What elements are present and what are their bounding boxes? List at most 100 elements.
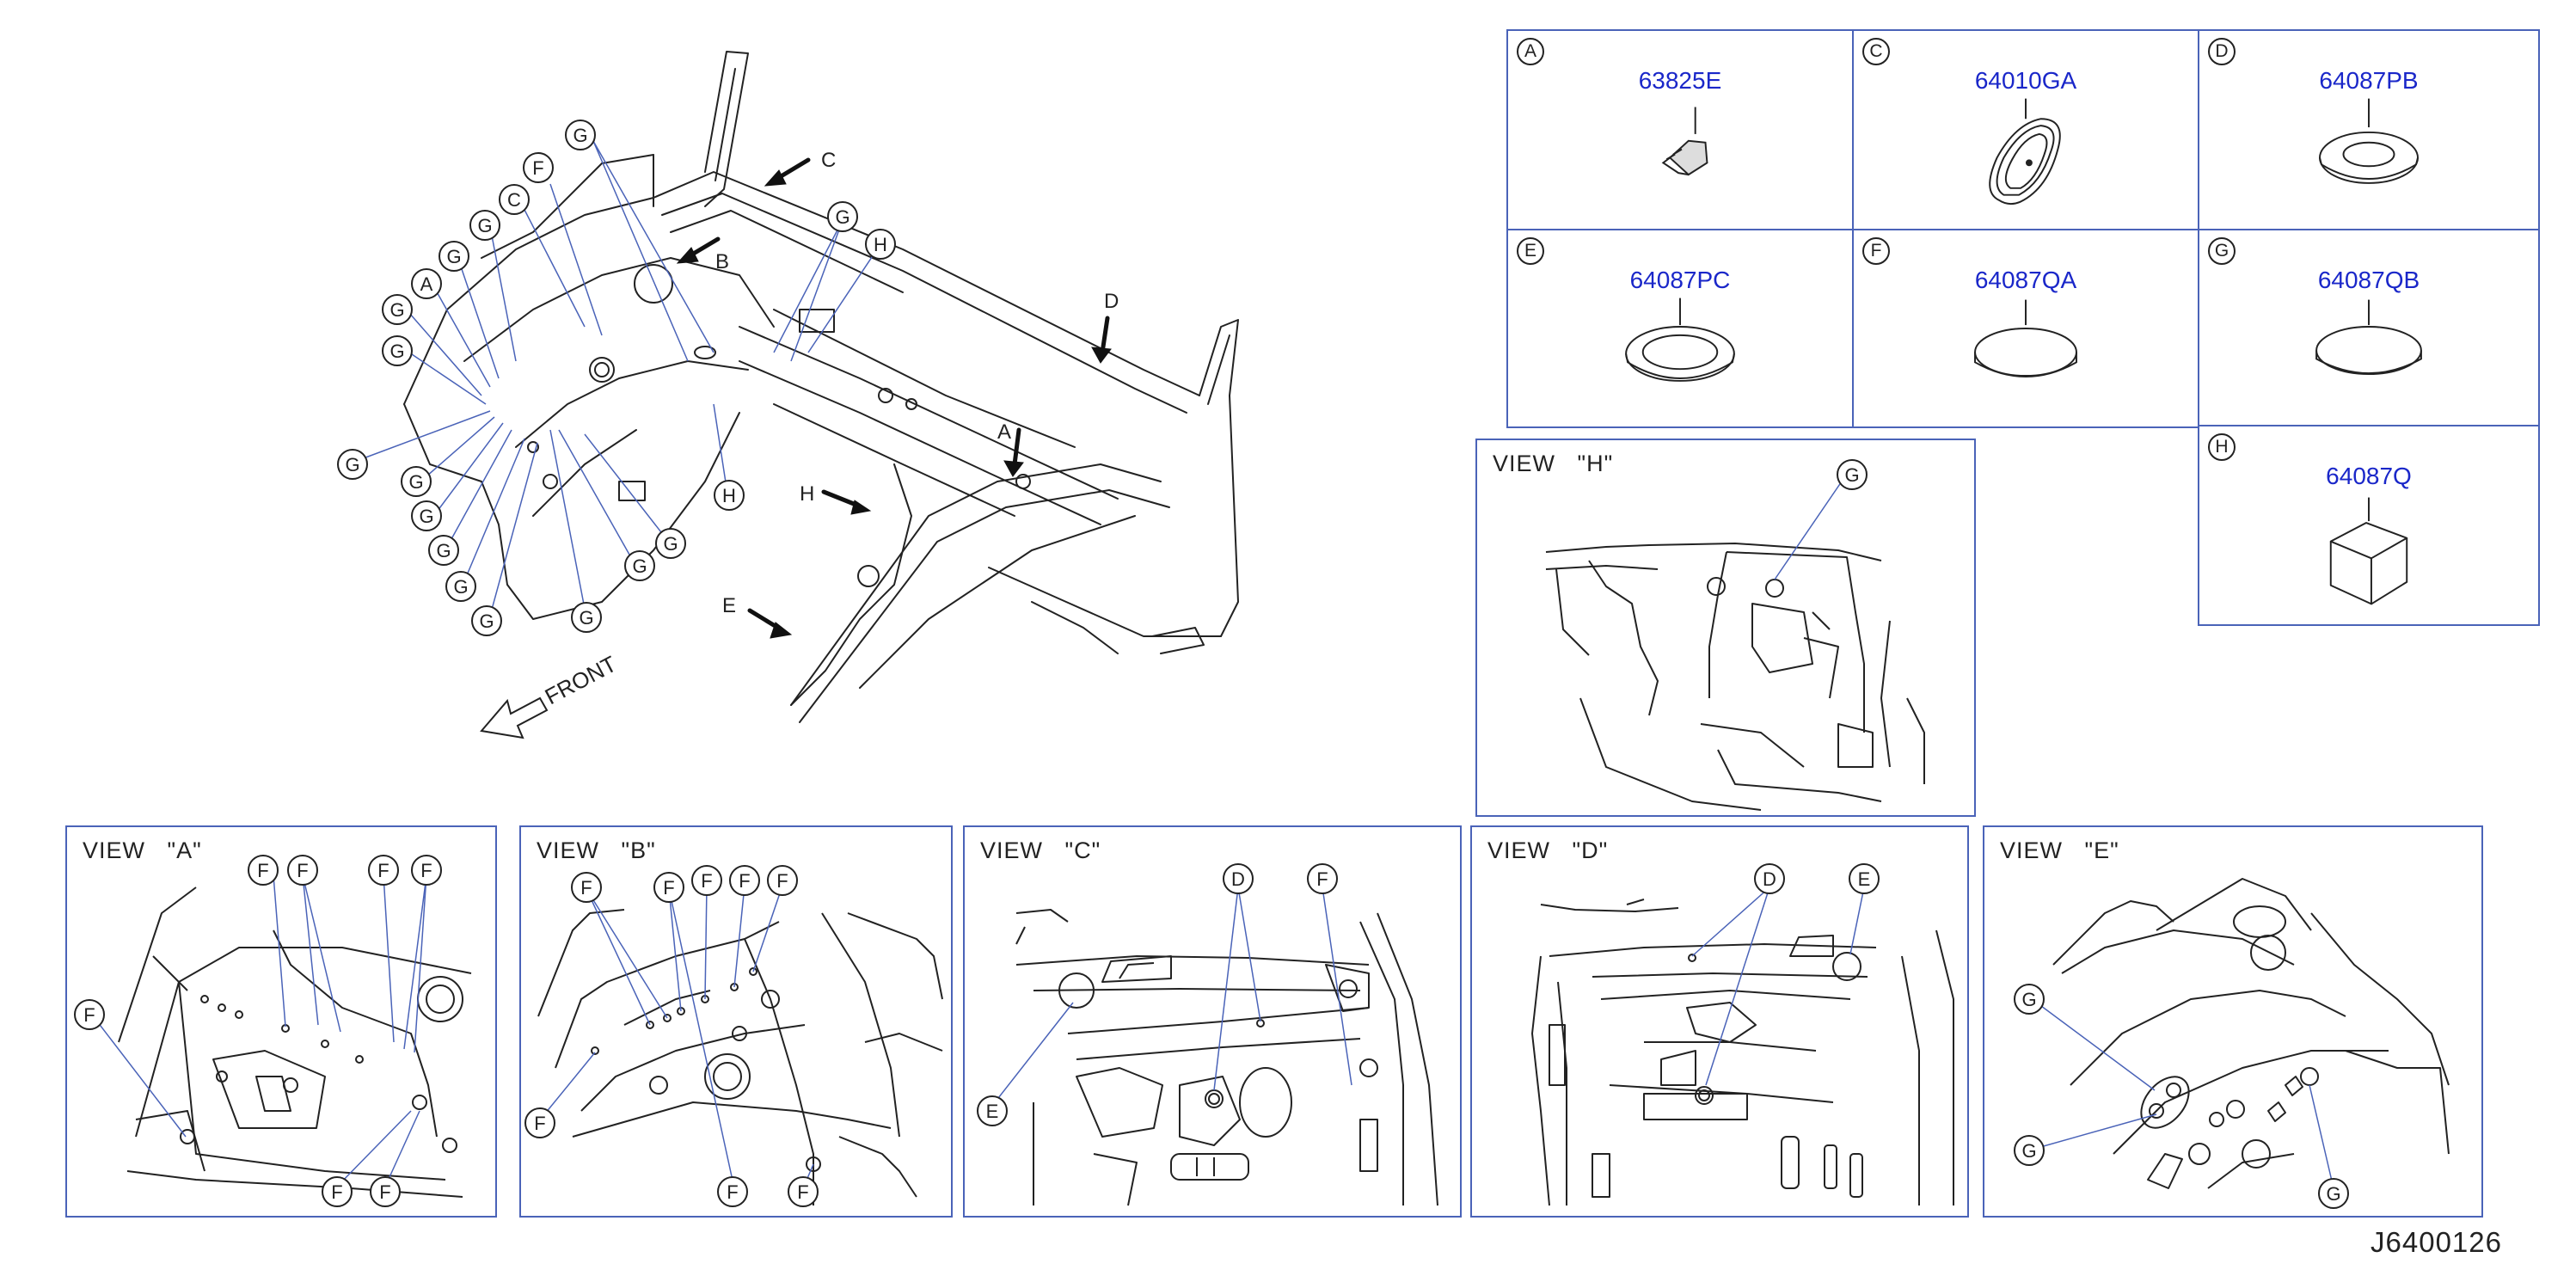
callout-f: F	[580, 877, 592, 899]
part-cell-h: H 64087Q	[2198, 425, 2540, 626]
callout-h: H	[722, 485, 736, 506]
callout-g: G	[389, 340, 404, 362]
view-e-drawing: G G G	[2014, 878, 2450, 1209]
arrow-label-c: C	[821, 149, 836, 172]
callout-f: F	[797, 1181, 808, 1203]
callout-g: G	[835, 206, 849, 228]
part-cell-c: C 64010GA	[1852, 29, 2199, 230]
view-c-title: VIEW "C"	[980, 837, 1101, 863]
view-d-drawing: D E	[1531, 863, 1954, 1206]
part-number: 64087QA	[1974, 267, 2077, 293]
callout-h: H	[874, 234, 887, 255]
view-e-panel: VIEW "E"	[1983, 825, 2483, 1218]
view-b-panel: VIEW "B"	[519, 825, 953, 1218]
part-number: 64087PC	[1629, 267, 1731, 293]
callout-g: G	[632, 555, 647, 577]
part-letter: C	[1862, 38, 1890, 65]
part-letter: A	[1517, 38, 1544, 65]
push-clip-icon	[1661, 107, 1708, 176]
callout-g: G	[408, 471, 423, 493]
callout-f: F	[1316, 868, 1328, 890]
plug-cap-icon	[1974, 299, 2077, 377]
part-number: 64087Q	[2326, 463, 2412, 489]
callout-g: G	[389, 299, 404, 321]
callout-g: G	[2326, 1183, 2340, 1205]
view-a-title: VIEW "A"	[83, 837, 202, 863]
part-letter: G	[2208, 237, 2236, 265]
oval-grommet-icon	[1989, 98, 2061, 206]
plug-cap-icon	[2315, 299, 2422, 376]
callout-f: F	[331, 1181, 342, 1203]
callout-e: E	[986, 1101, 999, 1122]
callout-f: F	[532, 157, 543, 179]
callout-e: E	[1858, 868, 1871, 890]
part-cell-f: F 64087QA	[1852, 229, 2199, 428]
callout-g: G	[1844, 464, 1859, 486]
callout-g: G	[663, 533, 678, 555]
arrow-label-a: A	[997, 420, 1011, 444]
part-cell-g: G 64087QB	[2198, 229, 2540, 428]
callout-c: C	[507, 189, 521, 211]
callout-f: F	[727, 1181, 738, 1203]
part-letter: H	[2208, 433, 2236, 461]
part-letter: E	[1517, 237, 1544, 265]
callout-f: F	[739, 870, 750, 892]
front-arrow-icon	[480, 696, 549, 739]
callout-d: D	[1231, 868, 1245, 890]
callout-g: G	[579, 607, 593, 629]
callout-f: F	[83, 1004, 95, 1026]
view-e-title: VIEW "E"	[2000, 837, 2119, 863]
front-label: FRONT	[541, 651, 621, 710]
callout-a: A	[420, 273, 433, 295]
callout-g: G	[453, 576, 468, 598]
document-code: J6400126	[2371, 1226, 2502, 1258]
view-a-panel: VIEW "A"	[65, 825, 497, 1218]
callout-f: F	[701, 870, 712, 892]
callout-f: F	[297, 860, 308, 881]
callout-g: G	[345, 454, 359, 475]
ring-grommet-icon	[2319, 98, 2419, 184]
callout-g: G	[446, 246, 461, 267]
part-letter: F	[1862, 237, 1890, 265]
callout-g: G	[436, 540, 451, 561]
part-letter: D	[2208, 38, 2236, 65]
callout-f: F	[257, 860, 268, 881]
callout-g: G	[2021, 1140, 2036, 1162]
part-cell-e: E 64087PC	[1506, 229, 1854, 428]
view-d-title: VIEW "D"	[1487, 837, 1609, 863]
callout-g: G	[477, 215, 492, 236]
arrow-label-d: D	[1104, 290, 1119, 313]
callout-f: F	[776, 870, 788, 892]
cube-pad-icon	[2329, 497, 2408, 605]
view-c-drawing: D F E	[977, 863, 1438, 1206]
arrow-label-h: H	[800, 482, 814, 506]
callout-d: D	[1763, 868, 1776, 890]
callout-g: G	[479, 610, 494, 632]
part-number: 63825E	[1638, 67, 1722, 94]
callout-f: F	[379, 1181, 390, 1203]
arrow-label-e: E	[722, 594, 736, 617]
ring-grommet-icon	[1625, 298, 1735, 382]
callout-f: F	[420, 860, 432, 881]
view-h-title: VIEW "H"	[1493, 451, 1614, 476]
callout-f: F	[663, 877, 674, 899]
part-cell-a: A 63825E	[1506, 29, 1854, 230]
callout-g: G	[573, 125, 587, 146]
arrow-label-b: B	[715, 250, 729, 273]
view-d-panel: VIEW "D"	[1470, 825, 1969, 1218]
part-number: 64087QB	[2317, 267, 2420, 293]
view-b-title: VIEW "B"	[537, 837, 656, 863]
callout-f: F	[377, 860, 389, 881]
view-c-panel: VIEW "C"	[963, 825, 1462, 1218]
part-number: 64087PB	[2319, 67, 2419, 94]
callout-g: G	[2021, 989, 2036, 1010]
view-a-drawing: F F F F F F F	[74, 855, 472, 1207]
callout-g: G	[419, 506, 433, 527]
view-h-drawing: G	[1545, 459, 1925, 811]
parts-legend: A 63825E C 64010GA D 64087PB	[1506, 29, 2540, 428]
part-number: 64010GA	[1974, 67, 2077, 94]
view-h-panel: VIEW "H" G	[1475, 439, 1976, 817]
part-cell-d: D 64087PB	[2198, 29, 2540, 230]
view-b-drawing: F F F F F F F F	[524, 865, 943, 1207]
main-assembly-diagram: C B D A H E FRONT	[337, 51, 1239, 739]
